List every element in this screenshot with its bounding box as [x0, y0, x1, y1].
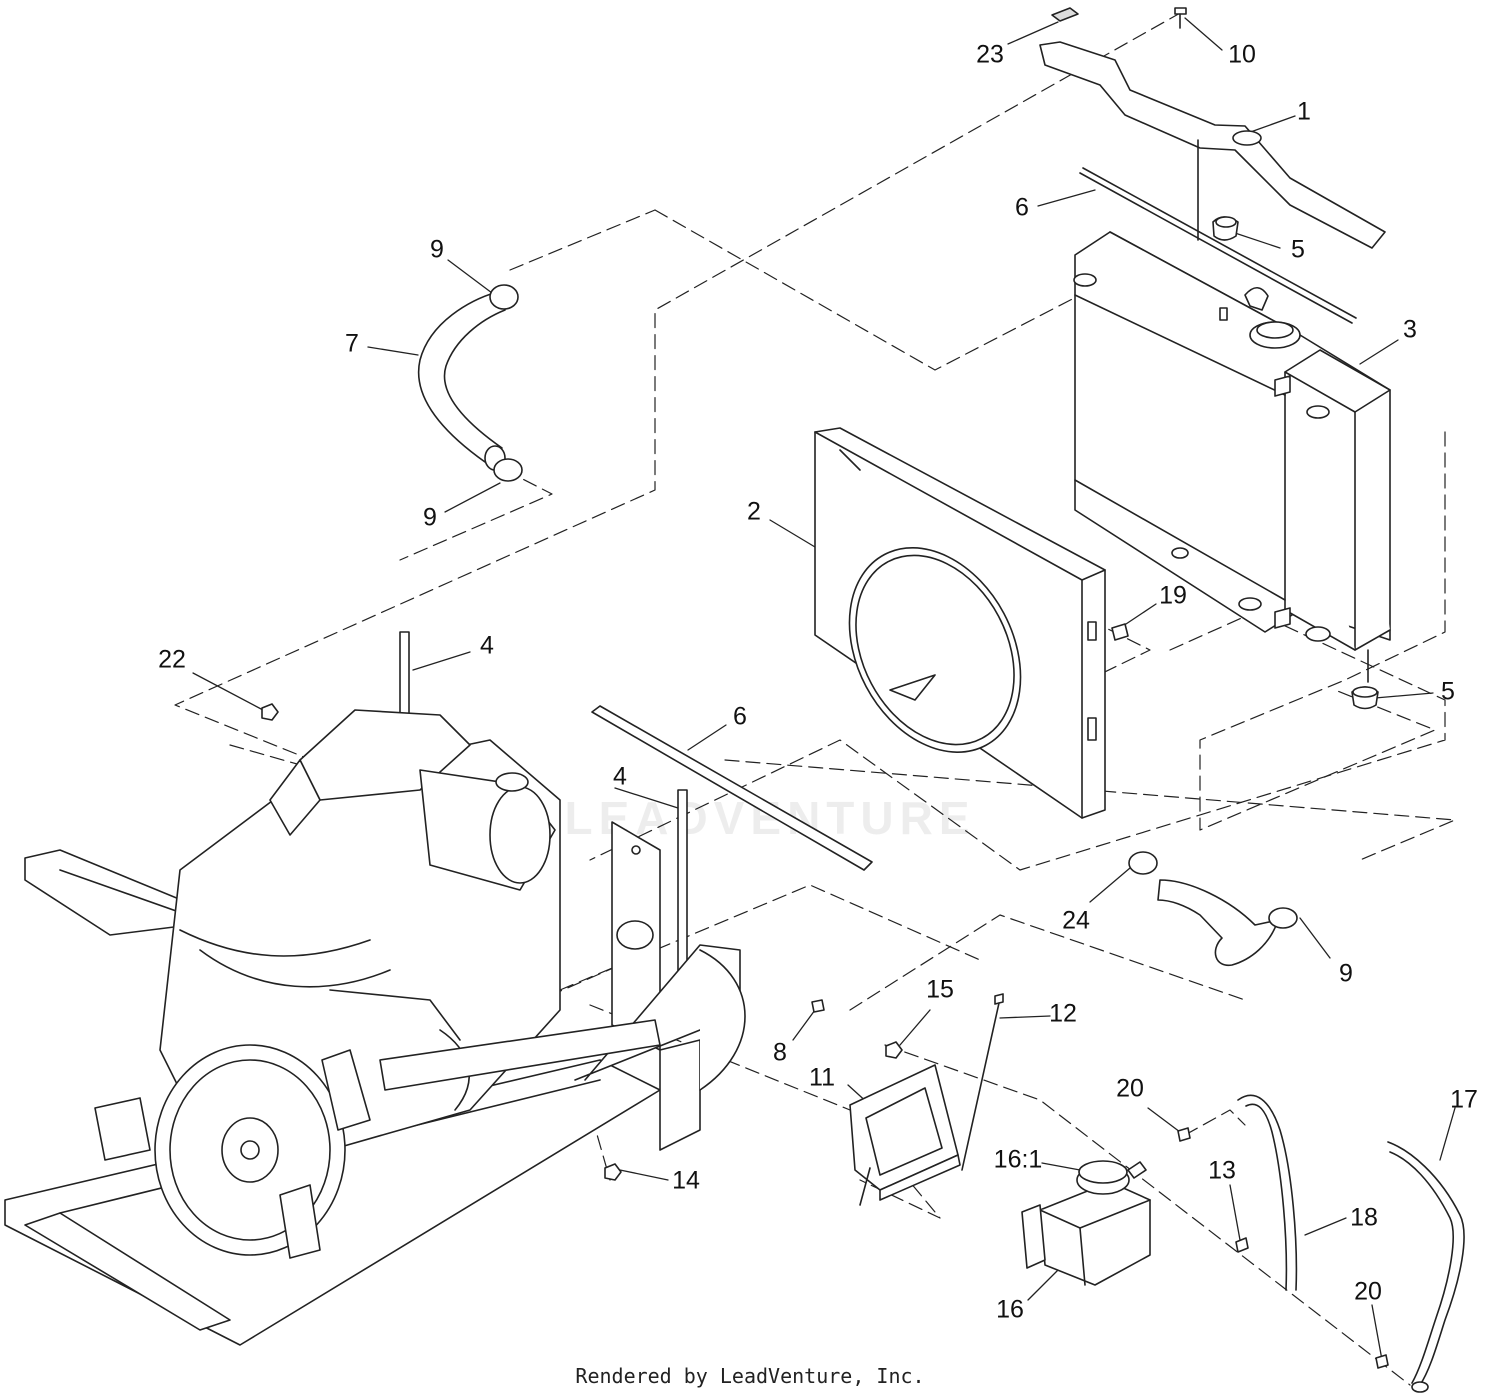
reservoir-bracket [849, 1064, 961, 1206]
hose-clamp-20-lower [1375, 1354, 1389, 1369]
callout-2: 2 [747, 497, 761, 526]
small-bolt-part [811, 999, 825, 1013]
callout-20-upper: 20 [1116, 1074, 1144, 1103]
radiator-assembly [1073, 231, 1391, 683]
callout-13: 13 [1208, 1156, 1236, 1185]
callout-9-lower: 9 [423, 503, 437, 532]
footer-credit: Rendered by LeadVenture, Inc. [575, 1364, 925, 1388]
callout-4-mid: 4 [613, 762, 627, 791]
callout-12: 12 [1049, 999, 1077, 1028]
callout-16-1: 16:1 [993, 1145, 1043, 1174]
shroud-clip [1111, 623, 1129, 641]
callout-5-top: 5 [1291, 235, 1305, 264]
lower-radiator-hose [1128, 851, 1298, 966]
hose-clamp-upper [489, 284, 519, 310]
callout-5-right: 5 [1441, 677, 1455, 706]
hose-clamp-20-upper [1177, 1127, 1191, 1142]
nut-14 [604, 1163, 622, 1181]
callout-20-lower: 20 [1354, 1277, 1382, 1306]
callout-4-left: 4 [480, 631, 494, 660]
callout-16: 16 [996, 1295, 1024, 1324]
callout-10: 10 [1228, 40, 1256, 69]
callout-11: 11 [809, 1063, 835, 1092]
screw-13 [1235, 1237, 1249, 1253]
grommet-top [1197, 139, 1239, 241]
callout-6-mid: 6 [733, 702, 747, 731]
bolt-part [1174, 7, 1187, 29]
nut-15 [885, 1041, 903, 1059]
fan-shroud [814, 427, 1106, 819]
engine-assembly [4, 709, 746, 1346]
callout-24: 24 [1062, 906, 1090, 935]
callout-7: 7 [345, 329, 359, 358]
callout-8: 8 [773, 1038, 787, 1067]
nut-part [261, 703, 279, 721]
callout-9-right: 9 [1339, 959, 1353, 988]
vertical-rod-left [399, 631, 410, 723]
coolant-reservoir [1021, 1160, 1151, 1286]
callout-1: 1 [1297, 97, 1311, 126]
hose-clamp-lower [493, 458, 523, 482]
callout-9-upper: 9 [430, 235, 444, 264]
callout-6-top: 6 [1015, 193, 1029, 222]
upper-radiator-hose [417, 287, 515, 471]
callout-15: 15 [926, 975, 954, 1004]
upper-support-bracket [1039, 41, 1386, 249]
callout-22: 22 [158, 645, 186, 674]
callout-23: 23 [976, 40, 1004, 69]
vent-hose [1387, 1141, 1465, 1393]
long-bolt-part [961, 993, 1004, 1171]
overflow-hose [1237, 1094, 1298, 1291]
support-rod-top [1079, 167, 1357, 324]
callout-17: 17 [1450, 1085, 1478, 1114]
callout-19: 19 [1159, 581, 1187, 610]
callout-18: 18 [1350, 1203, 1378, 1232]
decal-part [1051, 7, 1079, 22]
callout-3: 3 [1403, 315, 1417, 344]
support-rod-mid [591, 705, 873, 871]
callout-14: 14 [672, 1166, 700, 1195]
grommet-right [1351, 686, 1379, 710]
